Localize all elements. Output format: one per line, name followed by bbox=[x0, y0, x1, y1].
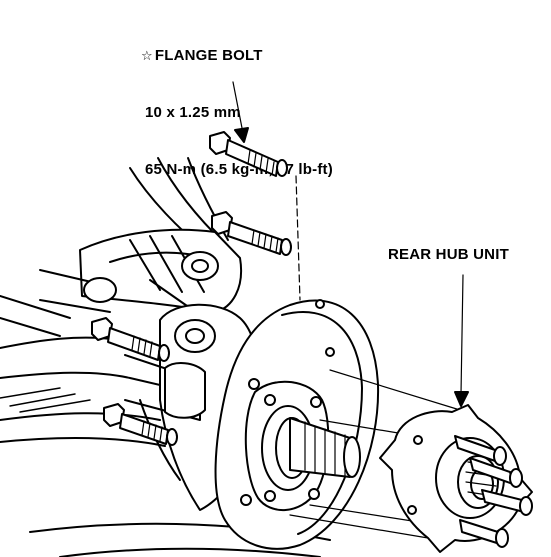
rear-hub-unit-label: REAR HUB UNIT bbox=[388, 246, 509, 263]
leader-rear-hub-unit bbox=[454, 274, 469, 407]
flange-bolt-middle bbox=[91, 317, 170, 362]
wheel-studs bbox=[454, 435, 533, 548]
flange-bolt-title-line: ☆FLANGE BOLT bbox=[141, 46, 333, 65]
flange-bolt-torque: 65 N-m (6.5 kg-m, 47 lb-ft) bbox=[145, 161, 333, 178]
upper-control-arm bbox=[39, 157, 243, 313]
leader-flange-bolt bbox=[232, 81, 249, 143]
star-outline-icon: ☆ bbox=[141, 48, 153, 63]
flange-bolt-top bbox=[209, 131, 288, 177]
flange-bolt-size: 10 x 1.25 mm bbox=[145, 104, 241, 121]
flange-bolt-title: FLANGE BOLT bbox=[154, 47, 263, 64]
flange-bolt-callout: ☆FLANGE BOLT 10 x 1.25 mm 65 N-m (6.5 kg… bbox=[141, 8, 333, 198]
flange-bolt-lower bbox=[103, 403, 178, 446]
flange-bolt-upper bbox=[211, 211, 292, 256]
axle-stub bbox=[289, 417, 361, 478]
